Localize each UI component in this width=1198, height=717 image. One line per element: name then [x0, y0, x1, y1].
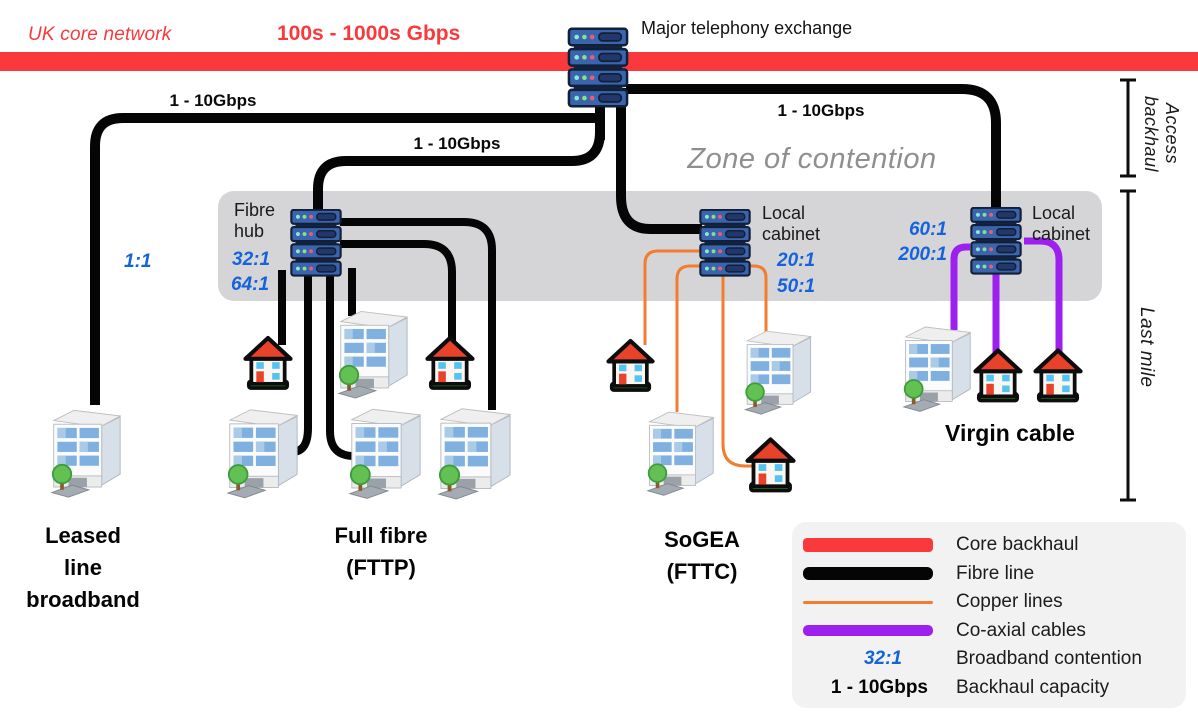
copper-line-office5	[675, 264, 702, 412]
copper-line-house4	[721, 274, 753, 468]
core-backhaul-swatch	[803, 538, 933, 553]
legend-label: Copper lines	[956, 591, 1063, 613]
office-building-icon	[646, 411, 715, 497]
core-capacity-label: 100s - 1000s Gbps	[277, 22, 461, 45]
capacity-label-left: 1 - 10Gbps	[169, 91, 257, 110]
local-cabinet-fttc-icon	[699, 209, 751, 278]
legend-label: Broadband contention	[956, 648, 1142, 670]
legend: Core backhaul Fibre line Copper lines Co…	[792, 522, 1186, 708]
cabinet-fttc-ratio-2: 50:1	[777, 276, 816, 297]
cabinet-fttc-ratio-1: 20:1	[777, 250, 816, 271]
coax-lines	[950, 237, 1063, 356]
coax-cables-swatch	[803, 625, 933, 637]
office-building-icon	[50, 409, 122, 499]
last-mile-label: Last mile	[1136, 307, 1157, 388]
coax-line-office7	[950, 243, 970, 330]
office-building-icon	[437, 407, 512, 500]
legend-row-core-backhaul: Core backhaul	[792, 531, 1186, 560]
office-building-icon	[337, 310, 409, 399]
legend-row-broadband-contention: 32:1 Broadband contention	[792, 645, 1186, 674]
house-icon	[246, 338, 291, 388]
cabinet-virgin-ratio-2: 200:1	[898, 244, 947, 265]
fibre-trunk-lines	[90, 84, 1001, 405]
copper-lines	[643, 249, 768, 468]
section-label-sogea: SoGEA (FTTC)	[664, 527, 740, 584]
section-label-leased: Leased line broadband	[26, 523, 140, 612]
fibre-hub-label: Fibre hub	[234, 200, 276, 241]
legend-label: Co-axial cables	[956, 619, 1086, 641]
house-icon	[976, 351, 1021, 401]
section-label-virgin: Virgin cable	[945, 420, 1075, 446]
leased-line-ratio: 1:1	[124, 251, 152, 272]
legend-label: Core backhaul	[956, 534, 1079, 556]
office-building-icon	[744, 330, 812, 415]
fibre-line-exchange-to-leased	[90, 113, 604, 405]
fibre-hub-ratio-2: 64:1	[231, 274, 270, 295]
house-icon	[1036, 351, 1081, 401]
fibre-line-swatch	[803, 567, 933, 581]
legend-row-coax-cables: Co-axial cables	[792, 617, 1186, 646]
fibre-drop-house2	[340, 240, 456, 342]
contention-ratio-swatch: 32:1	[863, 648, 902, 670]
legend-row-copper-lines: Copper lines	[792, 588, 1186, 617]
copper-lines-swatch	[803, 600, 933, 604]
legend-label: Backhaul capacity	[956, 676, 1110, 698]
fibre-line-exchange-to-fttc-cabinet	[616, 88, 702, 234]
legend-row-fibre-line: Fibre line	[792, 560, 1186, 589]
fibre-line-exchange-to-virgin-cabinet	[626, 84, 1001, 212]
copper-line-house3	[643, 249, 702, 345]
legend-row-backhaul-capacity: 1 - 10Gbps Backhaul capacity	[792, 674, 1186, 703]
exchange-label: Major telephony exchange	[641, 18, 853, 38]
last-mile-bracket	[1120, 189, 1136, 502]
office-building-icon	[348, 408, 422, 500]
uk-core-network-label: UK core network	[28, 24, 172, 45]
section-label-fttp: Full fibre (FTTP)	[334, 523, 428, 580]
backhaul-capacity-swatch: 1 - 10Gbps	[830, 676, 928, 698]
zone-of-contention-label: Zone of contention	[687, 143, 937, 175]
access-backhaul-bracket	[1120, 78, 1136, 178]
cabinet-virgin-ratio-1: 60:1	[908, 219, 947, 240]
house-icon	[608, 341, 652, 390]
office-building-icon	[226, 408, 299, 499]
fibre-drop-office4	[340, 218, 496, 410]
copper-line-office6	[748, 264, 768, 335]
local-cabinet-fttc-label: Local cabinet	[762, 203, 821, 244]
access-backhaul-label: Access backhaul	[1141, 95, 1182, 173]
local-cabinet-virgin-icon	[970, 207, 1022, 276]
house-icon	[748, 440, 794, 491]
legend-label: Fibre line	[956, 562, 1035, 584]
fibre-line-exchange-to-hub	[313, 131, 605, 216]
telephony-exchange-icon	[567, 27, 629, 109]
capacity-label-right: 1 - 10Gbps	[777, 101, 865, 120]
local-cabinet-virgin-label: Local cabinet	[1032, 203, 1091, 244]
fibre-hub-icon	[290, 209, 342, 278]
capacity-label-middle: 1 - 10Gbps	[413, 134, 501, 153]
coax-line-house6	[1024, 237, 1063, 356]
office-building-icon	[902, 326, 972, 413]
house-icon	[428, 338, 473, 388]
fibre-hub-ratio-1: 32:1	[232, 249, 271, 270]
